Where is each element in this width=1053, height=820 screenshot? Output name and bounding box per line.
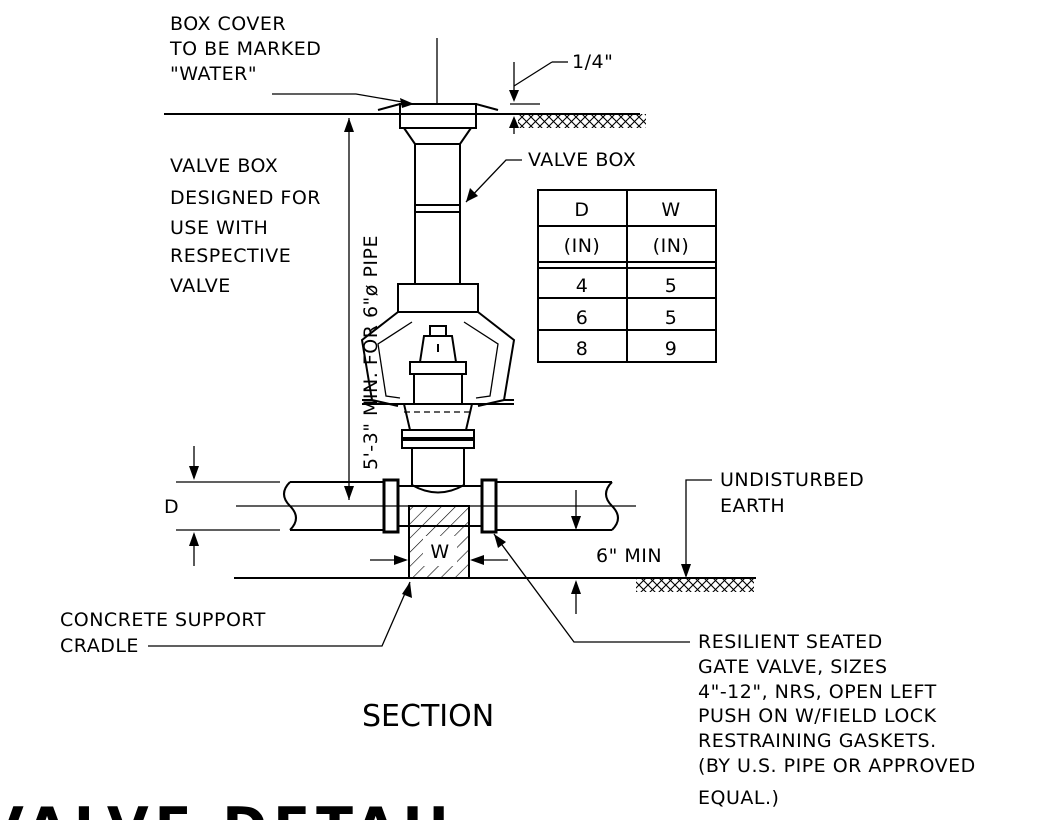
svg-text:CONCRETE SUPPORT: CONCRETE SUPPORT <box>60 609 266 631</box>
gate-valve <box>401 325 475 494</box>
vertical-dimension-label: 5'-3" MIN. FOR 6"ø PIPE <box>360 235 382 470</box>
svg-text:VALVE: VALVE <box>170 275 231 297</box>
dimension-table: D W (IN) (IN) 4 5 6 5 8 9 <box>537 189 717 363</box>
valve-box-designed-label: VALVE BOX DESIGNED FOR USE WITH RESPECTI… <box>170 155 321 297</box>
undisturbed-earth-label: UNDISTURBED EARTH <box>720 469 864 517</box>
ground-hatch-bottom <box>636 578 754 592</box>
svg-text:TO BE MARKED: TO BE MARKED <box>169 38 321 60</box>
w-label: W <box>430 541 449 563</box>
table-cell: 4 <box>576 275 589 297</box>
table-unit-d: (IN) <box>564 235 601 257</box>
svg-text:EQUAL.): EQUAL.) <box>698 787 779 809</box>
concrete-cradle-label: CONCRETE SUPPORT CRADLE <box>60 609 266 657</box>
svg-text:UNDISTURBED: UNDISTURBED <box>720 469 864 491</box>
table-cell: 6 <box>576 307 589 329</box>
svg-text:GATE VALVE, SIZES: GATE VALVE, SIZES <box>698 656 888 678</box>
svg-text:RESILIENT SEATED: RESILIENT SEATED <box>698 631 883 653</box>
table-header-w: W <box>661 199 680 221</box>
svg-text:"WATER": "WATER" <box>170 63 257 85</box>
section-title: SECTION <box>362 699 494 734</box>
svg-text:PUSH ON W/FIELD LOCK: PUSH ON W/FIELD LOCK <box>698 705 937 727</box>
table-unit-w: (IN) <box>653 235 690 257</box>
svg-text:CRADLE: CRADLE <box>60 635 139 657</box>
box-cover-label: BOX COVER TO BE MARKED "WATER" <box>169 13 321 85</box>
svg-text:4"-12", NRS, OPEN LEFT: 4"-12", NRS, OPEN LEFT <box>698 681 937 703</box>
valve-box-label: VALVE BOX <box>528 149 636 171</box>
table-cell: 5 <box>665 275 678 297</box>
d-label: D <box>164 496 179 518</box>
table-cell: 8 <box>576 338 589 360</box>
svg-text:DESIGNED FOR: DESIGNED FOR <box>170 187 321 209</box>
svg-text:RESTRAINING GASKETS.: RESTRAINING GASKETS. <box>698 730 937 752</box>
svg-text:USE WITH: USE WITH <box>170 217 268 239</box>
valve-box <box>360 103 516 407</box>
quarter-inch-label: 1/4" <box>572 51 613 73</box>
table-header-d: D <box>574 199 589 221</box>
bottom-title: VALVE DETAIL <box>0 796 469 820</box>
six-inch-min-label: 6" MIN <box>596 545 662 567</box>
svg-text:BOX COVER: BOX COVER <box>170 13 286 35</box>
svg-text:RESPECTIVE: RESPECTIVE <box>170 245 291 267</box>
svg-text:(BY U.S. PIPE OR APPROVED: (BY U.S. PIPE OR APPROVED <box>698 755 976 777</box>
table-cell: 9 <box>665 338 678 360</box>
svg-text:VALVE BOX: VALVE BOX <box>170 155 278 177</box>
table-cell: 5 <box>665 307 678 329</box>
resilient-valve-label: RESILIENT SEATED GATE VALVE, SIZES 4"-12… <box>698 631 976 809</box>
ground-hatch-top <box>518 114 646 128</box>
svg-text:EARTH: EARTH <box>720 495 785 517</box>
